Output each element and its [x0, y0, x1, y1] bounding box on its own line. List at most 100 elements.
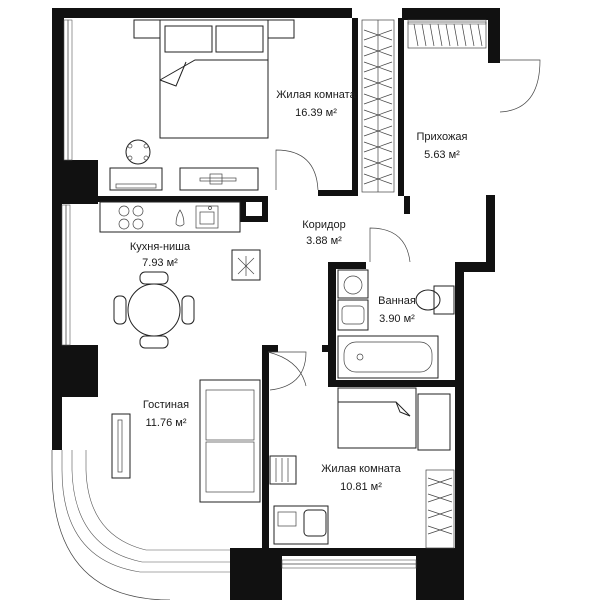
shelf [269, 455, 297, 485]
window-left-top [63, 19, 69, 161]
room-area-bedroom2: 10.81 м² [340, 481, 382, 493]
room-area-hall: 5.63 м² [424, 149, 460, 161]
wall-right-hall [486, 195, 495, 265]
shelf-books [275, 458, 289, 482]
column-bottom-mid [230, 548, 282, 600]
room-name-hall: Прихожая [417, 131, 468, 143]
wall-hall-stub [404, 196, 410, 214]
wardrobe2-hangers [427, 477, 453, 535]
drop-icon [175, 209, 185, 227]
room-name-corridor: Коридор [302, 219, 345, 231]
sofa [199, 379, 261, 503]
wall-right-bedroom2 [455, 387, 464, 552]
bathtub-drain [356, 353, 364, 361]
pouf-dot [127, 155, 133, 161]
window-left-top-inner [67, 19, 73, 161]
window-left-kitchen-inner [65, 204, 71, 346]
door-bedroom2-swing [267, 351, 307, 387]
hob-burner [118, 218, 130, 230]
wall-wardrobe-left [352, 18, 358, 196]
column-bottom-right [416, 548, 464, 600]
sofa-cushion [205, 441, 255, 493]
wall-bath-top [328, 262, 366, 269]
wall-left-kitchen [52, 197, 62, 352]
wall-left-upper [52, 8, 64, 203]
dresser-drawer [115, 183, 157, 189]
pillow-right [215, 25, 264, 53]
washing-machine [337, 269, 369, 299]
room-area-living: 11.76 м² [146, 417, 187, 429]
single-bed-fold [395, 401, 411, 417]
room-labels: Жилая комната 16.39 м² Прихожая 5.63 м² … [130, 89, 468, 493]
desk2 [273, 505, 329, 545]
washbasin-bowl [341, 305, 365, 325]
faucet [208, 206, 212, 210]
room-name-bedroom2: Жилая комната [321, 463, 401, 475]
wall-top-right [402, 8, 490, 20]
window-curve-sill [85, 450, 230, 551]
kitchen-counter [99, 201, 241, 233]
toilet-bowl [415, 289, 441, 311]
room-area-bath: 3.90 м² [379, 313, 415, 325]
room-name-bath: Ванная [378, 295, 416, 307]
kitchen-furniture [99, 201, 261, 281]
nightstand-left [133, 19, 161, 39]
wall-bedroom1-bottom-right [318, 190, 358, 196]
chair-bottom [139, 335, 169, 349]
room-area-bedroom1: 16.39 м² [295, 107, 337, 119]
wall-wardrobe-right [398, 18, 404, 196]
window-left-kitchen [61, 204, 67, 346]
wall-bath-left [328, 262, 336, 384]
bathtub-inner [343, 341, 433, 373]
bed-blanket-fold [159, 61, 187, 87]
wall-kitchen-post-r [262, 200, 268, 222]
tv-stand [111, 413, 131, 479]
column-left-mid [52, 345, 98, 397]
fridge-mark [237, 256, 255, 276]
sink [195, 205, 219, 229]
fridge [231, 249, 261, 281]
desk-item [199, 177, 237, 182]
window-bottom [281, 559, 417, 565]
wall-bath-bottom [328, 380, 463, 387]
chair-top [139, 271, 169, 285]
sink-bowl [199, 211, 215, 225]
wall-bedroom2-top-stub [262, 345, 278, 352]
wall-top [52, 8, 352, 18]
wall-bedroom2-left [262, 345, 269, 548]
hob-burner [118, 205, 130, 217]
bedroom2-furniture [269, 387, 455, 549]
window-curve-inner [71, 450, 230, 563]
desk2-chair [303, 509, 327, 537]
doors [267, 59, 541, 391]
bed-blanket [159, 59, 268, 81]
wall-left-living [52, 390, 62, 450]
wall-right-bath [455, 262, 464, 387]
room-name-kitchen: Кухня-ниша [130, 241, 191, 253]
single-bed [337, 387, 417, 449]
pouf [125, 139, 151, 165]
wall-kitchen-post [240, 200, 246, 222]
tv [117, 419, 123, 473]
wall-kitchen-post-h [240, 216, 266, 222]
window-bottom-inner [281, 563, 417, 569]
door-entrance [499, 59, 541, 113]
door-bedroom2 [268, 351, 307, 391]
wall-bottom [282, 548, 416, 556]
living-furniture [111, 379, 261, 503]
bath-furniture [337, 269, 455, 379]
washbasin [337, 299, 369, 331]
door-bath [369, 227, 411, 263]
room-area-corridor: 3.88 м² [306, 235, 342, 247]
dining-set [113, 271, 195, 349]
column-left-top [52, 160, 98, 204]
desk-item [209, 173, 223, 185]
hall-hangers [413, 23, 483, 47]
dining-table [127, 283, 181, 337]
double-bed [159, 19, 269, 139]
chair-left [113, 295, 127, 325]
dresser [109, 167, 163, 191]
desk2-monitor [277, 511, 297, 527]
pouf-dot [143, 143, 149, 149]
